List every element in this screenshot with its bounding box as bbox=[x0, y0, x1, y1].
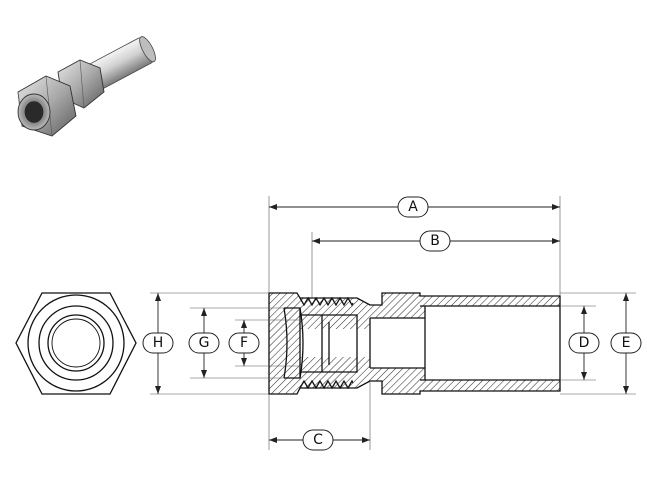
label-g: G bbox=[188, 332, 220, 354]
end-view bbox=[15, 292, 137, 395]
label-h: H bbox=[142, 332, 174, 354]
label-b: B bbox=[419, 230, 451, 252]
label-d: D bbox=[568, 332, 600, 354]
label-f-text: F bbox=[240, 335, 248, 351]
isometric-view bbox=[17, 36, 156, 137]
label-h-text: H bbox=[153, 335, 164, 351]
label-e-text: E bbox=[622, 335, 631, 351]
label-a: A bbox=[397, 196, 429, 218]
dimension-lines bbox=[155, 204, 629, 443]
label-g-text: G bbox=[199, 335, 210, 351]
label-b-text: B bbox=[430, 233, 440, 249]
label-c-text: C bbox=[313, 432, 323, 448]
extension-lines bbox=[150, 196, 636, 450]
label-d-text: D bbox=[579, 335, 590, 351]
label-c: C bbox=[302, 429, 334, 451]
label-f: F bbox=[228, 332, 260, 354]
section-view bbox=[268, 292, 561, 395]
label-a-text: A bbox=[408, 199, 418, 215]
label-e: E bbox=[610, 332, 642, 354]
